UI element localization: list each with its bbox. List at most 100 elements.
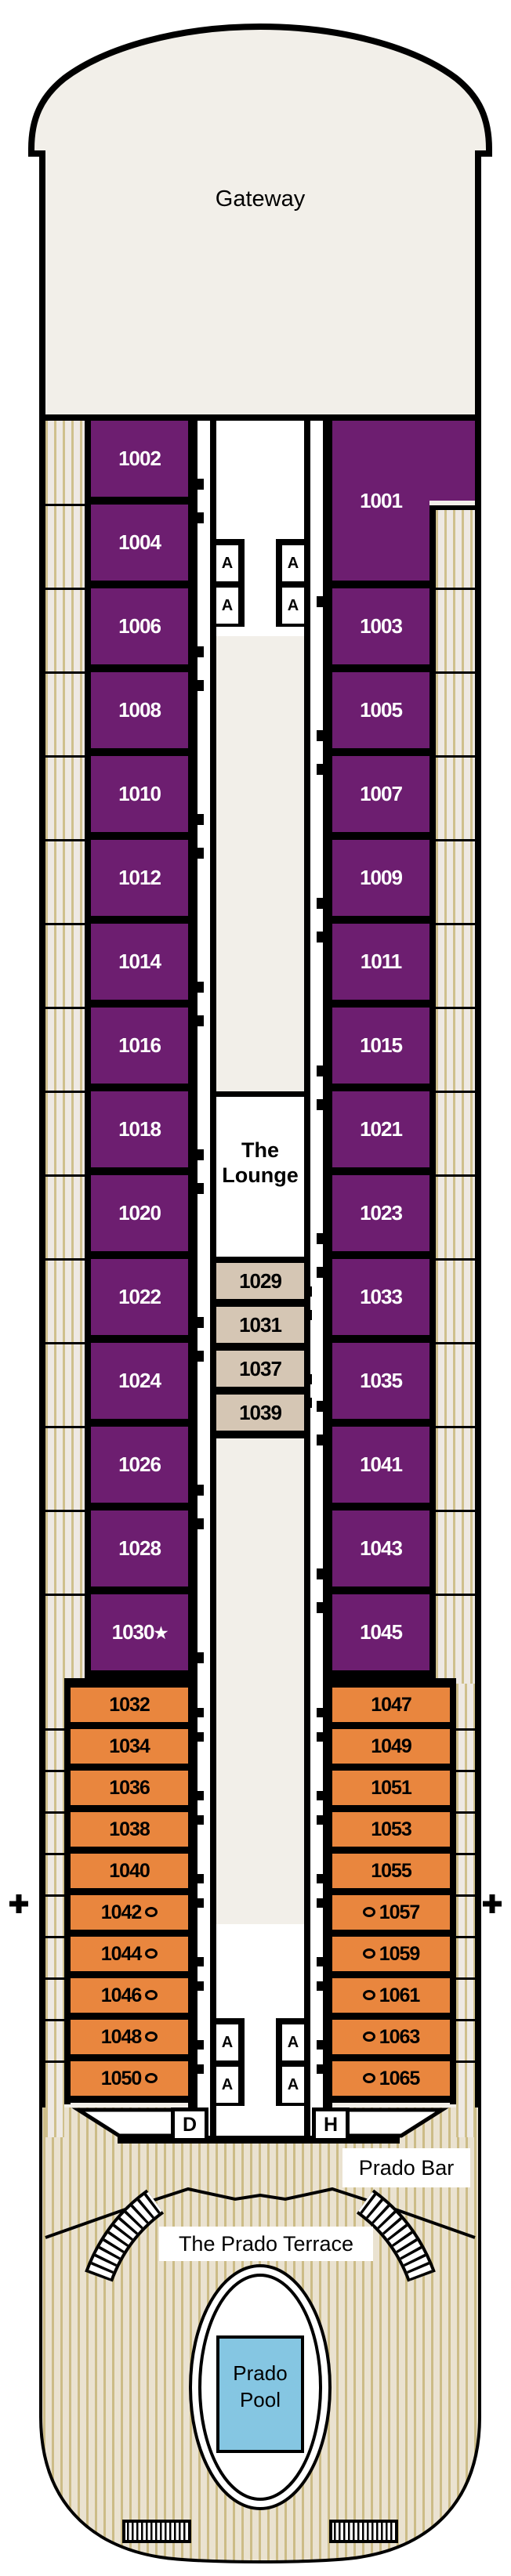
- balcony-divider: [45, 1811, 64, 1814]
- cabin-number: 1014: [118, 950, 161, 973]
- cabin-number: 1065: [362, 2068, 420, 2090]
- door-tab: [196, 1898, 204, 1908]
- door-tab: [317, 932, 324, 942]
- cabin-number: 1022: [118, 1285, 161, 1308]
- cabin-1065: 1065: [332, 2061, 450, 2096]
- center-wall-right: [304, 421, 310, 2136]
- cabin-divider: [323, 1722, 456, 1729]
- cabin-1039: 1039: [216, 1395, 304, 1431]
- cabin-1050: 1050: [71, 2061, 188, 2096]
- cabin-number: 1024: [118, 1369, 161, 1392]
- door-tab: [317, 1957, 324, 1966]
- balcony-divider: [436, 1510, 475, 1512]
- cabin-number: 1015: [360, 1033, 403, 1057]
- cabin-1029: 1029: [216, 1263, 304, 1299]
- side-marker-plus-right: [483, 1894, 502, 1913]
- balcony-divider: [45, 1091, 85, 1093]
- door-tab: [196, 1485, 204, 1496]
- cabin-1010: 1010: [91, 756, 188, 832]
- door-tab: [196, 2064, 204, 2074]
- balcony-divider: [45, 1174, 85, 1177]
- accessible-ring-icon: [145, 1948, 158, 1959]
- cabin-divider: [323, 1335, 436, 1343]
- elevator-cell: A: [216, 545, 238, 581]
- door-tab: [196, 1518, 204, 1529]
- cabin-number: 1021: [360, 1117, 403, 1141]
- cabin-1036: 1036: [71, 1771, 188, 1805]
- cabin-divider: [64, 2096, 198, 2103]
- door-tab: [196, 1015, 204, 1026]
- stern-grating-right: [329, 2520, 398, 2543]
- cabin-1005: 1005: [332, 672, 429, 748]
- door-tab: [317, 1815, 324, 1825]
- pool-basin: [216, 2335, 304, 2453]
- door-tab: [317, 2064, 324, 2074]
- balcony-divider: [45, 1342, 85, 1344]
- cabin-number: 1002: [118, 447, 161, 470]
- cabin-number: 1044: [101, 1943, 158, 1966]
- cabin-divider: [85, 664, 198, 672]
- cabin-number: 1039: [239, 1400, 282, 1424]
- cabin-divider: [64, 1722, 198, 1729]
- cabin-divider: [323, 748, 436, 756]
- cabin-number: 1018: [118, 1117, 161, 1141]
- balcony-divider: [436, 755, 475, 758]
- cabin-divider: [323, 1971, 456, 1978]
- stbd-balcony-wall: [429, 505, 436, 1684]
- balcony-divider: [45, 923, 85, 925]
- cabin-number: 1009: [360, 866, 403, 889]
- stbd-balcony-strip: [436, 505, 475, 1684]
- cabin-1015: 1015: [332, 1008, 429, 1084]
- cabin-divider: [210, 1387, 310, 1395]
- cabin-1001: 1001: [332, 421, 429, 581]
- door-tab: [317, 1568, 324, 1579]
- cabin-1042: 1042: [71, 1895, 188, 1930]
- cabin-1018: 1018: [91, 1091, 188, 1167]
- cabin-divider: [323, 1764, 456, 1771]
- prado-pool-label: Prado Pool: [233, 2361, 288, 2411]
- balcony-divider: [456, 2019, 475, 2021]
- elevator-cell: A: [216, 2024, 238, 2060]
- cabin-number: 1007: [360, 782, 403, 805]
- cabin-divider: [323, 1805, 456, 1812]
- cabin-divider: [323, 581, 436, 588]
- balcony-divider: [456, 1936, 475, 1938]
- cabin-number: 1049: [371, 1735, 412, 1757]
- door-tab: [317, 1602, 324, 1613]
- cabin-divider: [323, 1847, 456, 1854]
- door-tab: [196, 2040, 204, 2050]
- cabin-number: 1050: [101, 2068, 158, 2090]
- cabin-number: 1032: [109, 1693, 150, 1716]
- door-tab: [196, 1708, 204, 1717]
- cabin-1004: 1004: [91, 505, 188, 581]
- prado-terrace-label: The Prado Terrace: [159, 2227, 373, 2261]
- cabin-divider: [85, 1335, 198, 1343]
- balcony-divider: [436, 588, 475, 590]
- balcony-divider: [45, 1258, 85, 1261]
- elevator-cell: A: [282, 588, 304, 624]
- zone-divider-port: [64, 1678, 198, 1688]
- cabin-number: 1031: [239, 1312, 282, 1337]
- door-tab: [317, 1708, 324, 1717]
- terrace-stairway-right: [356, 2189, 436, 2282]
- cabin-1024: 1024: [91, 1343, 188, 1419]
- cabin-1044: 1044: [71, 1937, 188, 1971]
- door-tab: [196, 1957, 204, 1966]
- cabin-number: 1020: [118, 1201, 161, 1225]
- cabin-1046: 1046: [71, 1978, 188, 2013]
- cabin-number: 1008: [118, 698, 161, 722]
- cabin-1049: 1049: [332, 1729, 450, 1764]
- cabin-number: 1055: [371, 1859, 412, 1882]
- cabin-number: 1053: [371, 1818, 412, 1840]
- center-wall-left: [210, 421, 216, 2136]
- balcony-divider: [45, 1426, 85, 1428]
- cabin-divider: [64, 1847, 198, 1854]
- door-tab: [317, 898, 324, 909]
- accessible-ring-icon: [362, 1906, 375, 1917]
- side-marker-plus-left: [9, 1894, 28, 1913]
- cabin-1022: 1022: [91, 1259, 188, 1335]
- cabin-divider: [85, 497, 198, 505]
- door-tab: [317, 1898, 324, 1908]
- cabin-divider: [323, 1167, 436, 1175]
